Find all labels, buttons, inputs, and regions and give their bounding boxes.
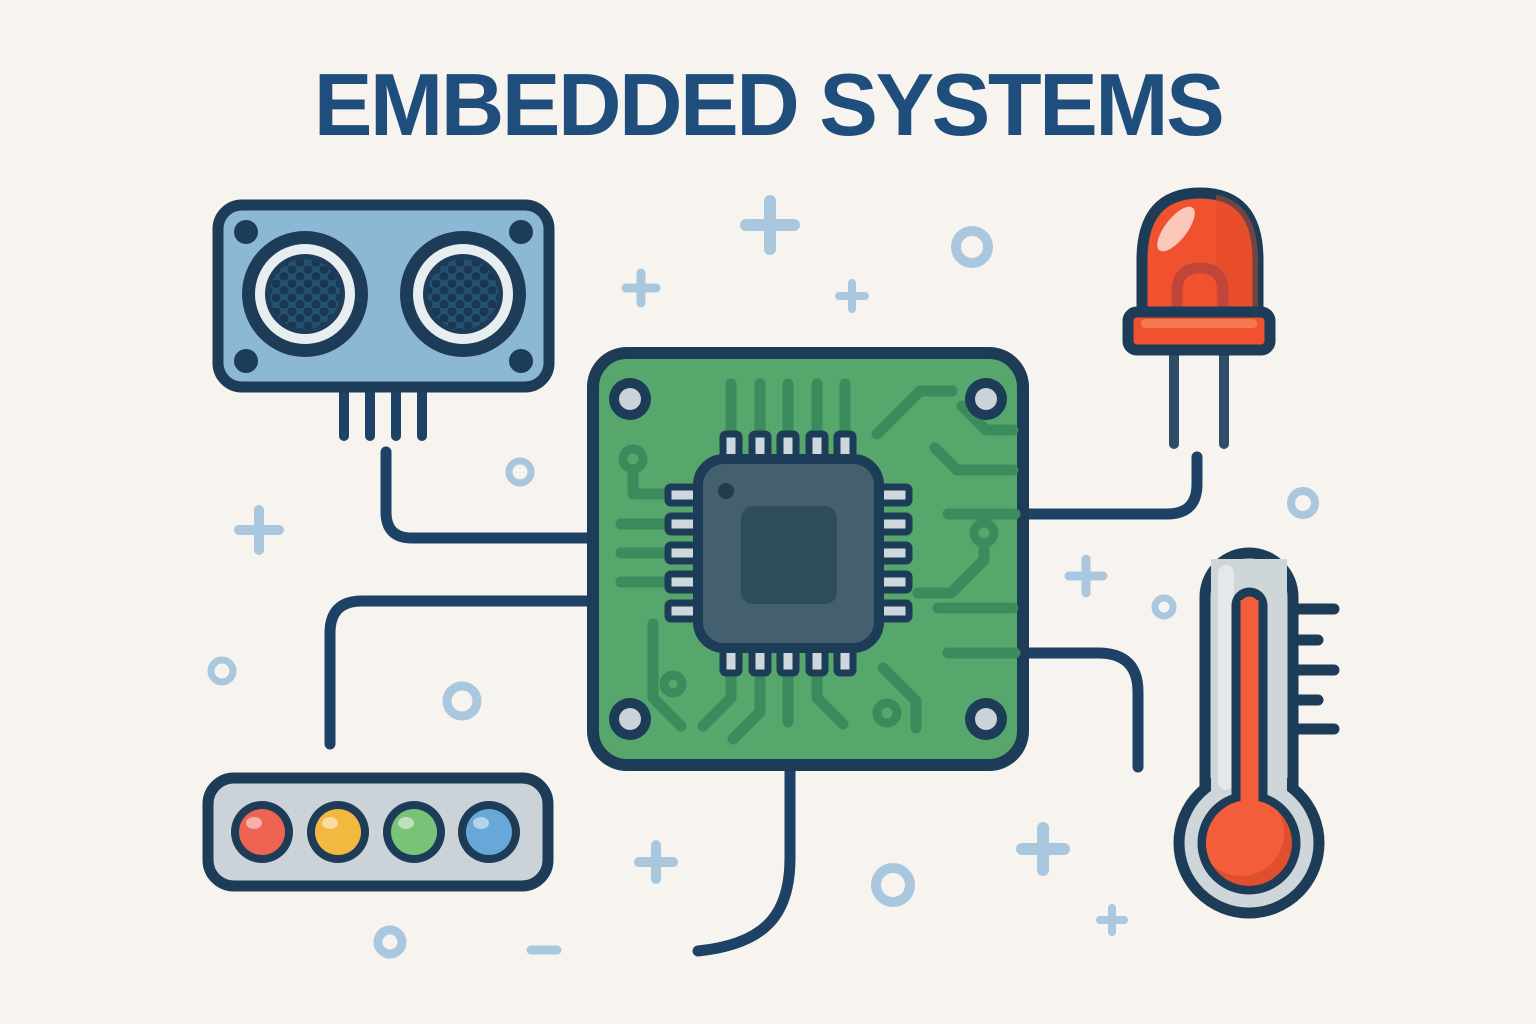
circuit-board-icon xyxy=(587,347,1029,771)
plus-decoration xyxy=(835,279,869,313)
pcb-via-node xyxy=(659,670,687,698)
light-highlight xyxy=(322,817,338,829)
light-lens xyxy=(315,809,361,855)
pcb-trace xyxy=(871,385,958,440)
thermometer-icon xyxy=(1173,547,1340,919)
wire-connections xyxy=(324,446,1203,957)
pcb-trace xyxy=(956,400,1019,436)
transducer-left xyxy=(242,231,368,357)
pcb-trace xyxy=(811,665,849,730)
led-legs xyxy=(1169,340,1229,449)
sensor-corner-dot xyxy=(234,220,258,244)
thermometer-scale-ticks xyxy=(1290,603,1340,735)
plus-decoration xyxy=(740,195,800,255)
plus-decoration xyxy=(234,505,284,555)
led-flange-highlight xyxy=(1141,319,1257,328)
plus-decoration xyxy=(1016,822,1070,876)
board-to-lights-wire xyxy=(324,595,606,750)
circle-decoration xyxy=(373,925,407,959)
page-title: EMBEDDED SYSTEMS xyxy=(313,55,1225,154)
sensor-pins xyxy=(339,375,427,441)
pcb-trace xyxy=(727,665,766,745)
mounting-hole-center xyxy=(619,708,641,730)
pcb-via-node xyxy=(969,518,999,548)
sensor-corner-dot xyxy=(234,349,258,373)
indicator-light-green xyxy=(383,801,445,863)
light-lens xyxy=(466,809,512,855)
plus-decoration xyxy=(634,840,678,884)
led-flange xyxy=(1122,306,1276,356)
circle-decoration xyxy=(1151,594,1177,620)
lights-strip-body xyxy=(202,772,554,892)
pcb-trace xyxy=(647,618,687,732)
mounting-hole-center xyxy=(975,388,997,410)
transducer-mesh xyxy=(428,259,498,329)
ultrasonic-sensor-icon xyxy=(212,199,555,441)
pcb-traces xyxy=(615,378,1021,745)
pcb-trace xyxy=(697,665,737,732)
circle-decoration xyxy=(442,681,482,721)
plus-decoration xyxy=(621,268,661,308)
circle-decoration xyxy=(951,226,993,268)
indicator-lights-icon xyxy=(202,772,554,892)
indicator-light-blue xyxy=(458,801,520,863)
led-highlight xyxy=(1157,206,1195,252)
chip-pin1-dot xyxy=(718,483,734,499)
light-lens xyxy=(391,809,437,855)
plus-and-circle-decorations xyxy=(207,195,1319,959)
transducer-mesh xyxy=(270,259,340,329)
light-highlight xyxy=(398,817,414,829)
pcb-trace xyxy=(929,442,1019,476)
led-to-board-wire xyxy=(1012,451,1203,520)
light-lens xyxy=(239,809,285,855)
circle-decoration xyxy=(871,863,915,907)
circle-decoration xyxy=(1287,487,1319,519)
mounting-hole-center xyxy=(619,388,641,410)
board-to-thermometer-wire xyxy=(1012,647,1144,773)
mounting-hole-center xyxy=(975,708,997,730)
pcb-mounting-holes xyxy=(609,378,1007,740)
circle-decoration xyxy=(207,656,237,686)
plus-decoration xyxy=(1096,904,1128,936)
pcb-trace xyxy=(877,662,922,734)
sensor-corner-dot xyxy=(509,349,533,373)
light-highlight xyxy=(246,817,262,829)
mercury-join-patch xyxy=(1240,600,1259,810)
led-filament xyxy=(1171,262,1229,338)
thermometer-tube-highlight xyxy=(1218,565,1234,790)
sensor-to-board-wire xyxy=(380,446,606,544)
pcb-via-node xyxy=(872,698,902,728)
chip-core xyxy=(741,506,837,604)
board-bottom-wire xyxy=(692,754,796,957)
chip-icon xyxy=(664,430,913,677)
plus-decoration xyxy=(1064,554,1108,598)
light-highlight xyxy=(473,817,489,829)
led-icon xyxy=(1122,187,1276,449)
transducer-right xyxy=(400,231,526,357)
pcb-trace xyxy=(912,538,990,599)
indicator-light-amber xyxy=(307,801,369,863)
circle-decoration xyxy=(505,457,535,487)
pcb-trace xyxy=(627,464,676,500)
indicator-light-red xyxy=(231,801,293,863)
pcb-via-node xyxy=(618,444,648,474)
sensor-corner-dot xyxy=(509,220,533,244)
